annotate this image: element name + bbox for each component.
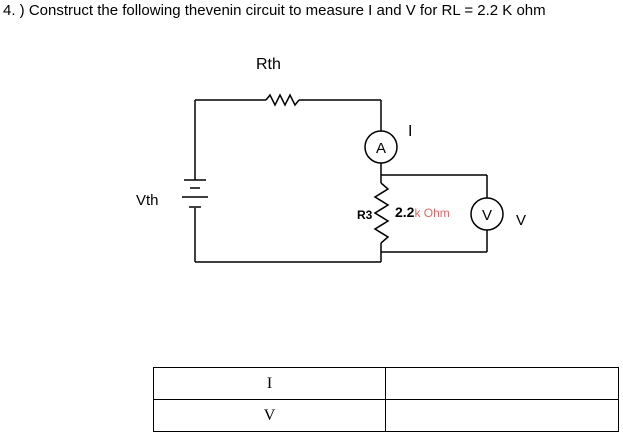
voltmeter-symbol-label: V	[482, 207, 492, 224]
rth-resistor-symbol	[265, 93, 300, 107]
row-value-voltage[interactable]	[385, 399, 619, 432]
r3-resistor-symbol	[373, 182, 390, 244]
rth-label: Rth	[256, 56, 281, 73]
row-label-voltage: V	[153, 399, 386, 432]
r3-label: R3	[357, 208, 373, 222]
r3-unit: k Ohm	[414, 206, 449, 220]
table-row: V	[153, 399, 619, 432]
svg-text:2.2k Ohm: 2.2k Ohm	[395, 204, 450, 220]
ammeter-symbol-label: A	[376, 140, 386, 157]
question-text: 4. ) Construct the following thevenin ci…	[3, 2, 546, 19]
thevenin-circuit-diagram: Rth Vth A I R3 2.2k Ohm V V	[136, 56, 526, 263]
table-row: I	[153, 367, 619, 400]
results-table: I V	[153, 367, 619, 432]
current-label: I	[408, 123, 412, 140]
row-value-current[interactable]	[385, 367, 619, 400]
vth-label: Vth	[136, 192, 159, 209]
row-label-current: I	[153, 367, 386, 400]
r3-value: 2.2	[395, 204, 415, 220]
voltage-label: V	[516, 212, 526, 229]
